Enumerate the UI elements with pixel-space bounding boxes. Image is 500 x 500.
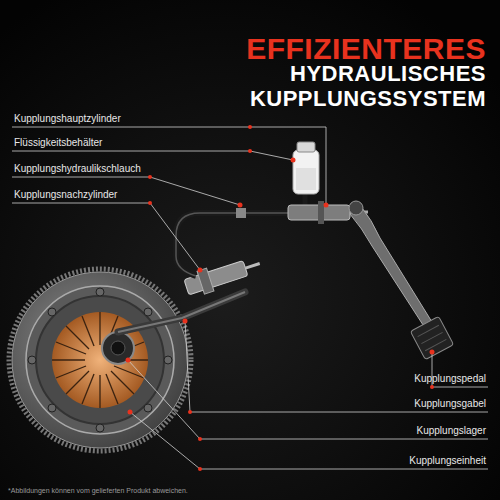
part-label: Kupplungshauptzylinder	[14, 113, 121, 125]
part-label: Kupplungshydraulikschlauch	[14, 163, 141, 175]
part-label: Kupplungsnachzylinder	[14, 189, 117, 201]
footnote: *Abbildungen können vom gelieferten Prod…	[8, 486, 188, 495]
part-label: Kupplungspedal	[414, 373, 486, 385]
part-label: Kupplungseinheit	[409, 455, 486, 467]
part-label: Kupplungslager	[417, 425, 487, 437]
part-label: Kupplungsgabel	[414, 398, 486, 410]
title: EFFIZIENTERES HYDRAULISCHES KUPPLUNGSSYS…	[186, 36, 486, 111]
part-label: Flüssigkeitsbehälter	[14, 137, 102, 149]
